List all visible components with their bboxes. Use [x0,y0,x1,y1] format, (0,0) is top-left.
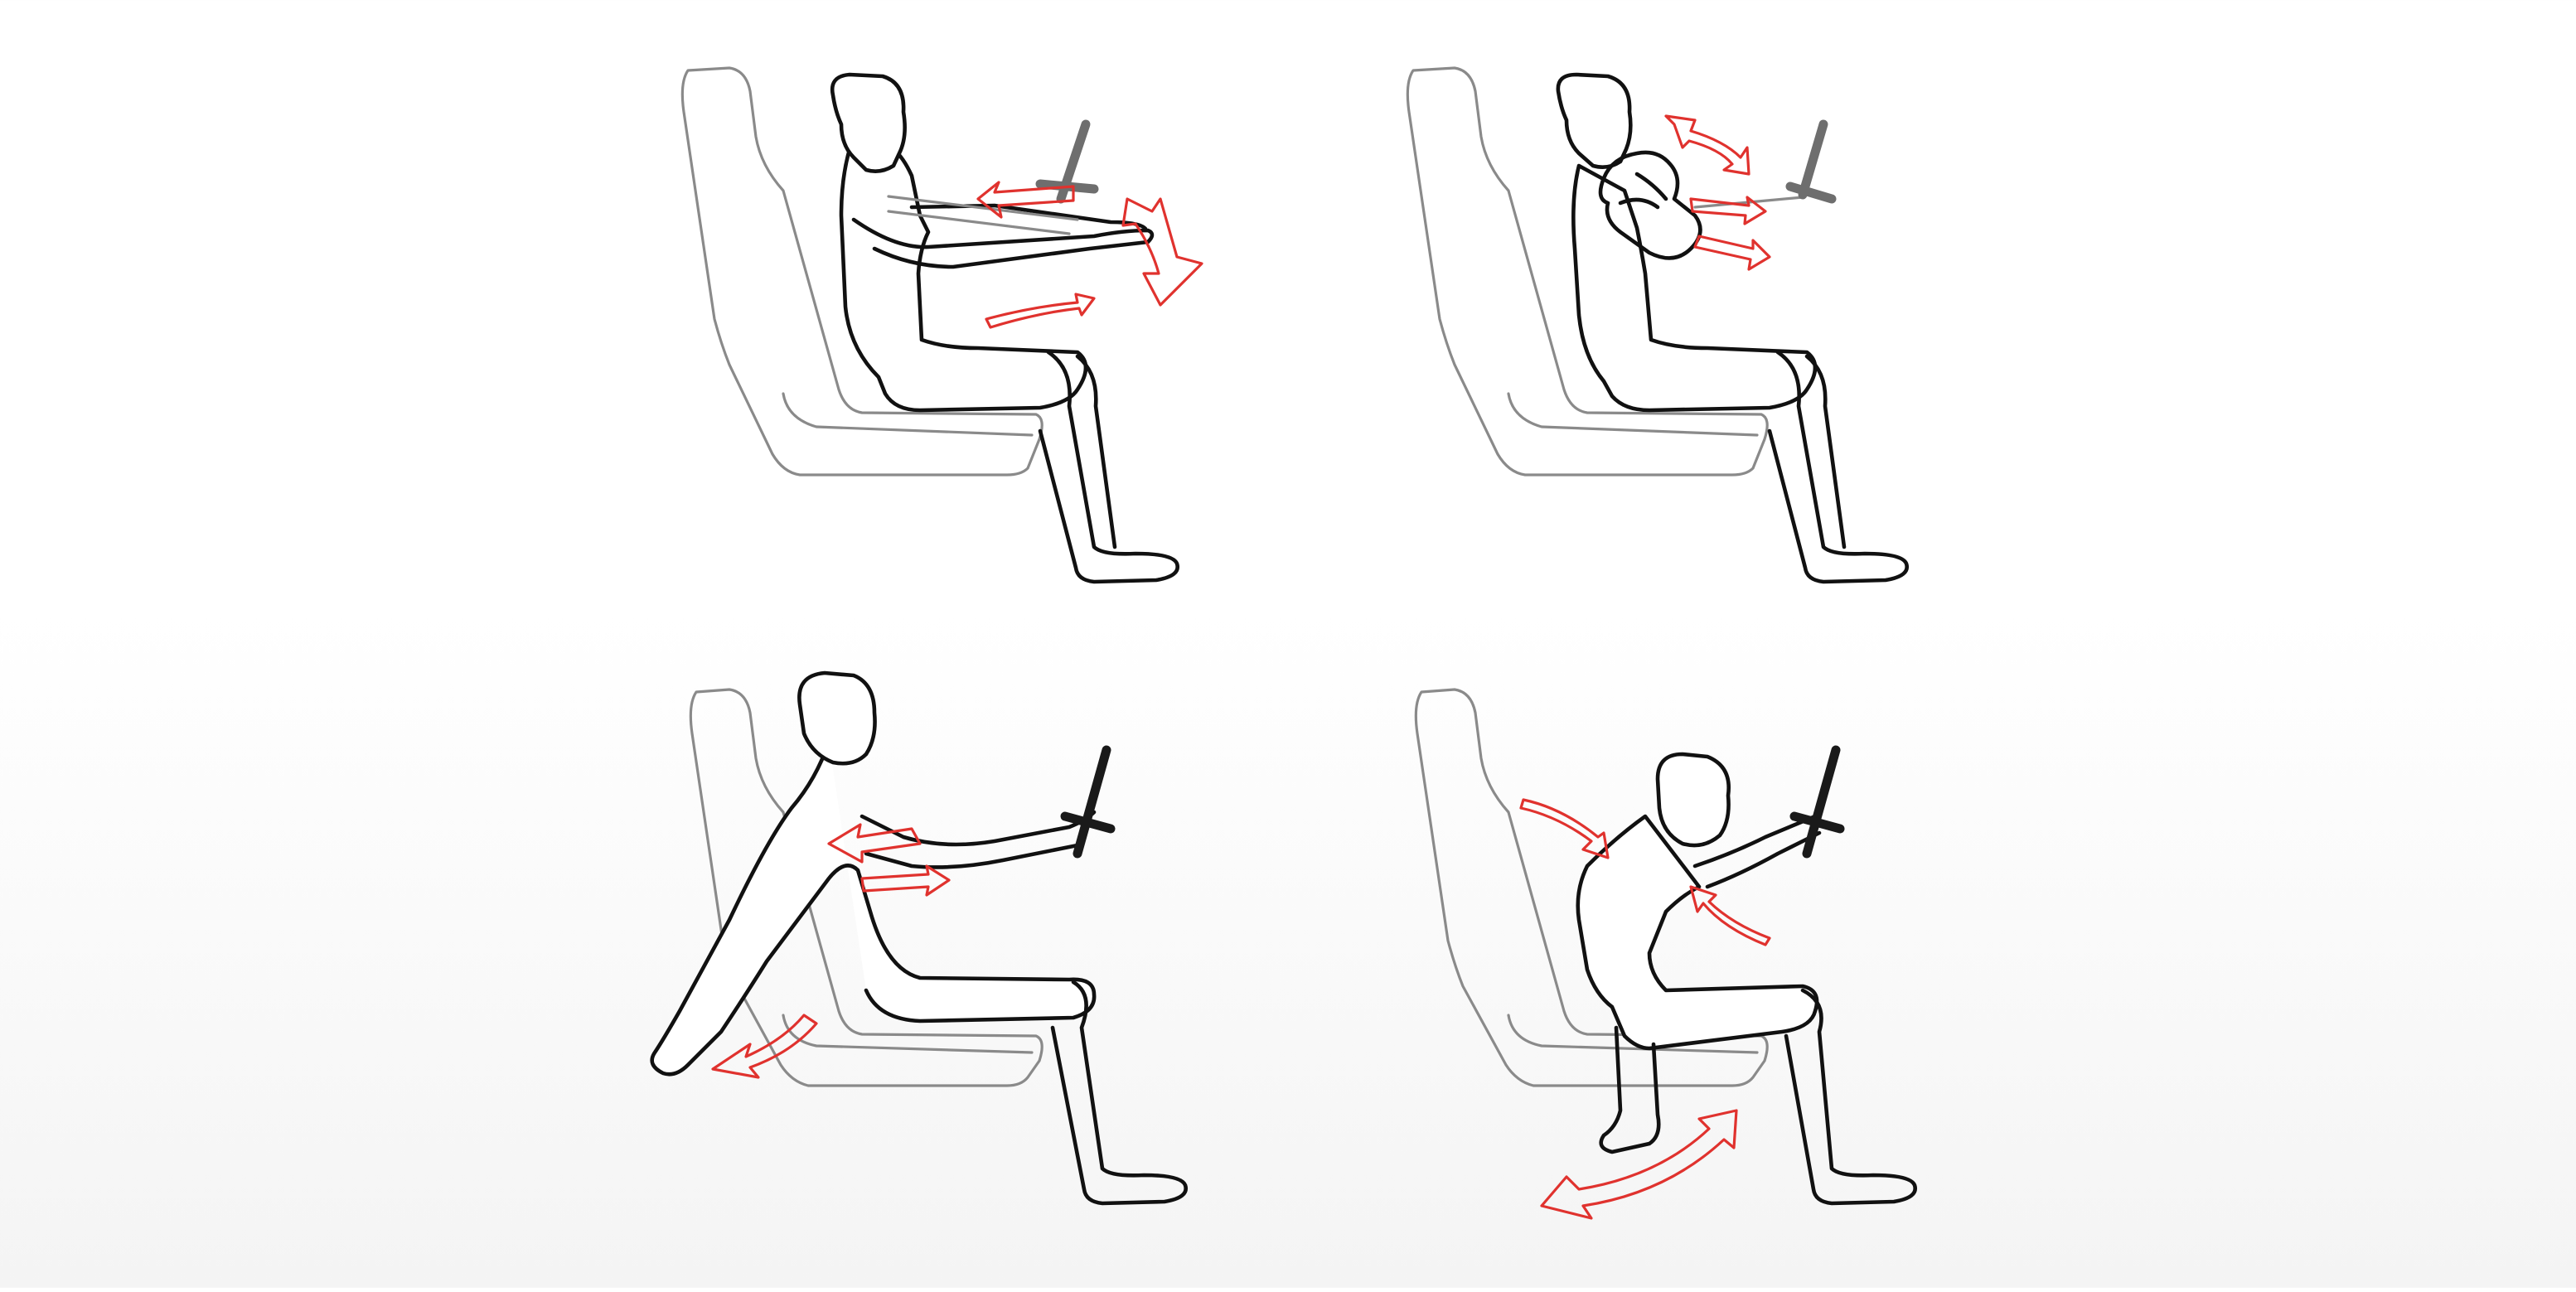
arrow-hand-down [711,1014,818,1079]
torso [1571,163,1818,413]
figure-hunched-close-to-wheel [1406,66,1909,584]
arm-extended [859,810,1097,869]
seat-cushion-line [1507,1014,1759,1054]
shin-back [1804,354,1847,549]
arrow-head-shoulder [1664,114,1750,176]
lower-leg [1038,350,1179,584]
seat-cushion-line [1507,392,1759,437]
steering-wheel-spoke [1789,811,1845,834]
steering-wheel-icon [1802,745,1841,859]
lower-leg [1767,350,1909,584]
hanging-leg [1599,1025,1661,1154]
arm-reaching [1692,814,1822,889]
arrow-wheel-rotate [1121,197,1203,307]
torso [839,134,1088,413]
arms-folded [1598,150,1702,260]
arrow-torso-forward [985,293,1096,329]
figure-slumped-forward-foot-swing [1414,688,1917,1220]
figure-upright-arms-extended [680,66,1203,584]
seat-outline [1406,66,1769,477]
seat-outline [1414,688,1769,1087]
arrow-shoulder-twist [827,823,922,864]
steering-wheel-icon [1073,745,1111,859]
torso [1576,814,1819,1051]
arrow-back-push [1519,798,1610,859]
arrow-chest-push [1689,885,1771,946]
torso [650,739,1097,1077]
arrow-foot-swing [1540,1109,1738,1220]
arrow-chest-back [1693,235,1771,271]
seat-cushion-line [782,1014,1034,1054]
steering-column [887,195,1079,235]
seat-cushion-line [782,392,1034,437]
shin-back [1075,354,1117,549]
head [830,72,907,173]
head [1556,72,1633,169]
steering-wheel-icon [1798,119,1828,200]
head [1655,752,1731,848]
arrow-forward-back [976,181,1075,219]
steering-wheel-spoke [1785,181,1837,204]
arrow-torso-twist [860,864,951,897]
steering-wheel-spoke [1060,811,1116,834]
lower-leg [1784,988,1917,1206]
forearm [1618,172,1668,210]
head [797,670,877,766]
figure-leaning-back-arm-on-floor [650,670,1188,1206]
lower-leg [1050,980,1188,1206]
arm-lower [909,203,1148,231]
arm-upper [851,217,1155,269]
seat-outline [680,66,1043,477]
arrow-chest-forward [1689,196,1767,225]
